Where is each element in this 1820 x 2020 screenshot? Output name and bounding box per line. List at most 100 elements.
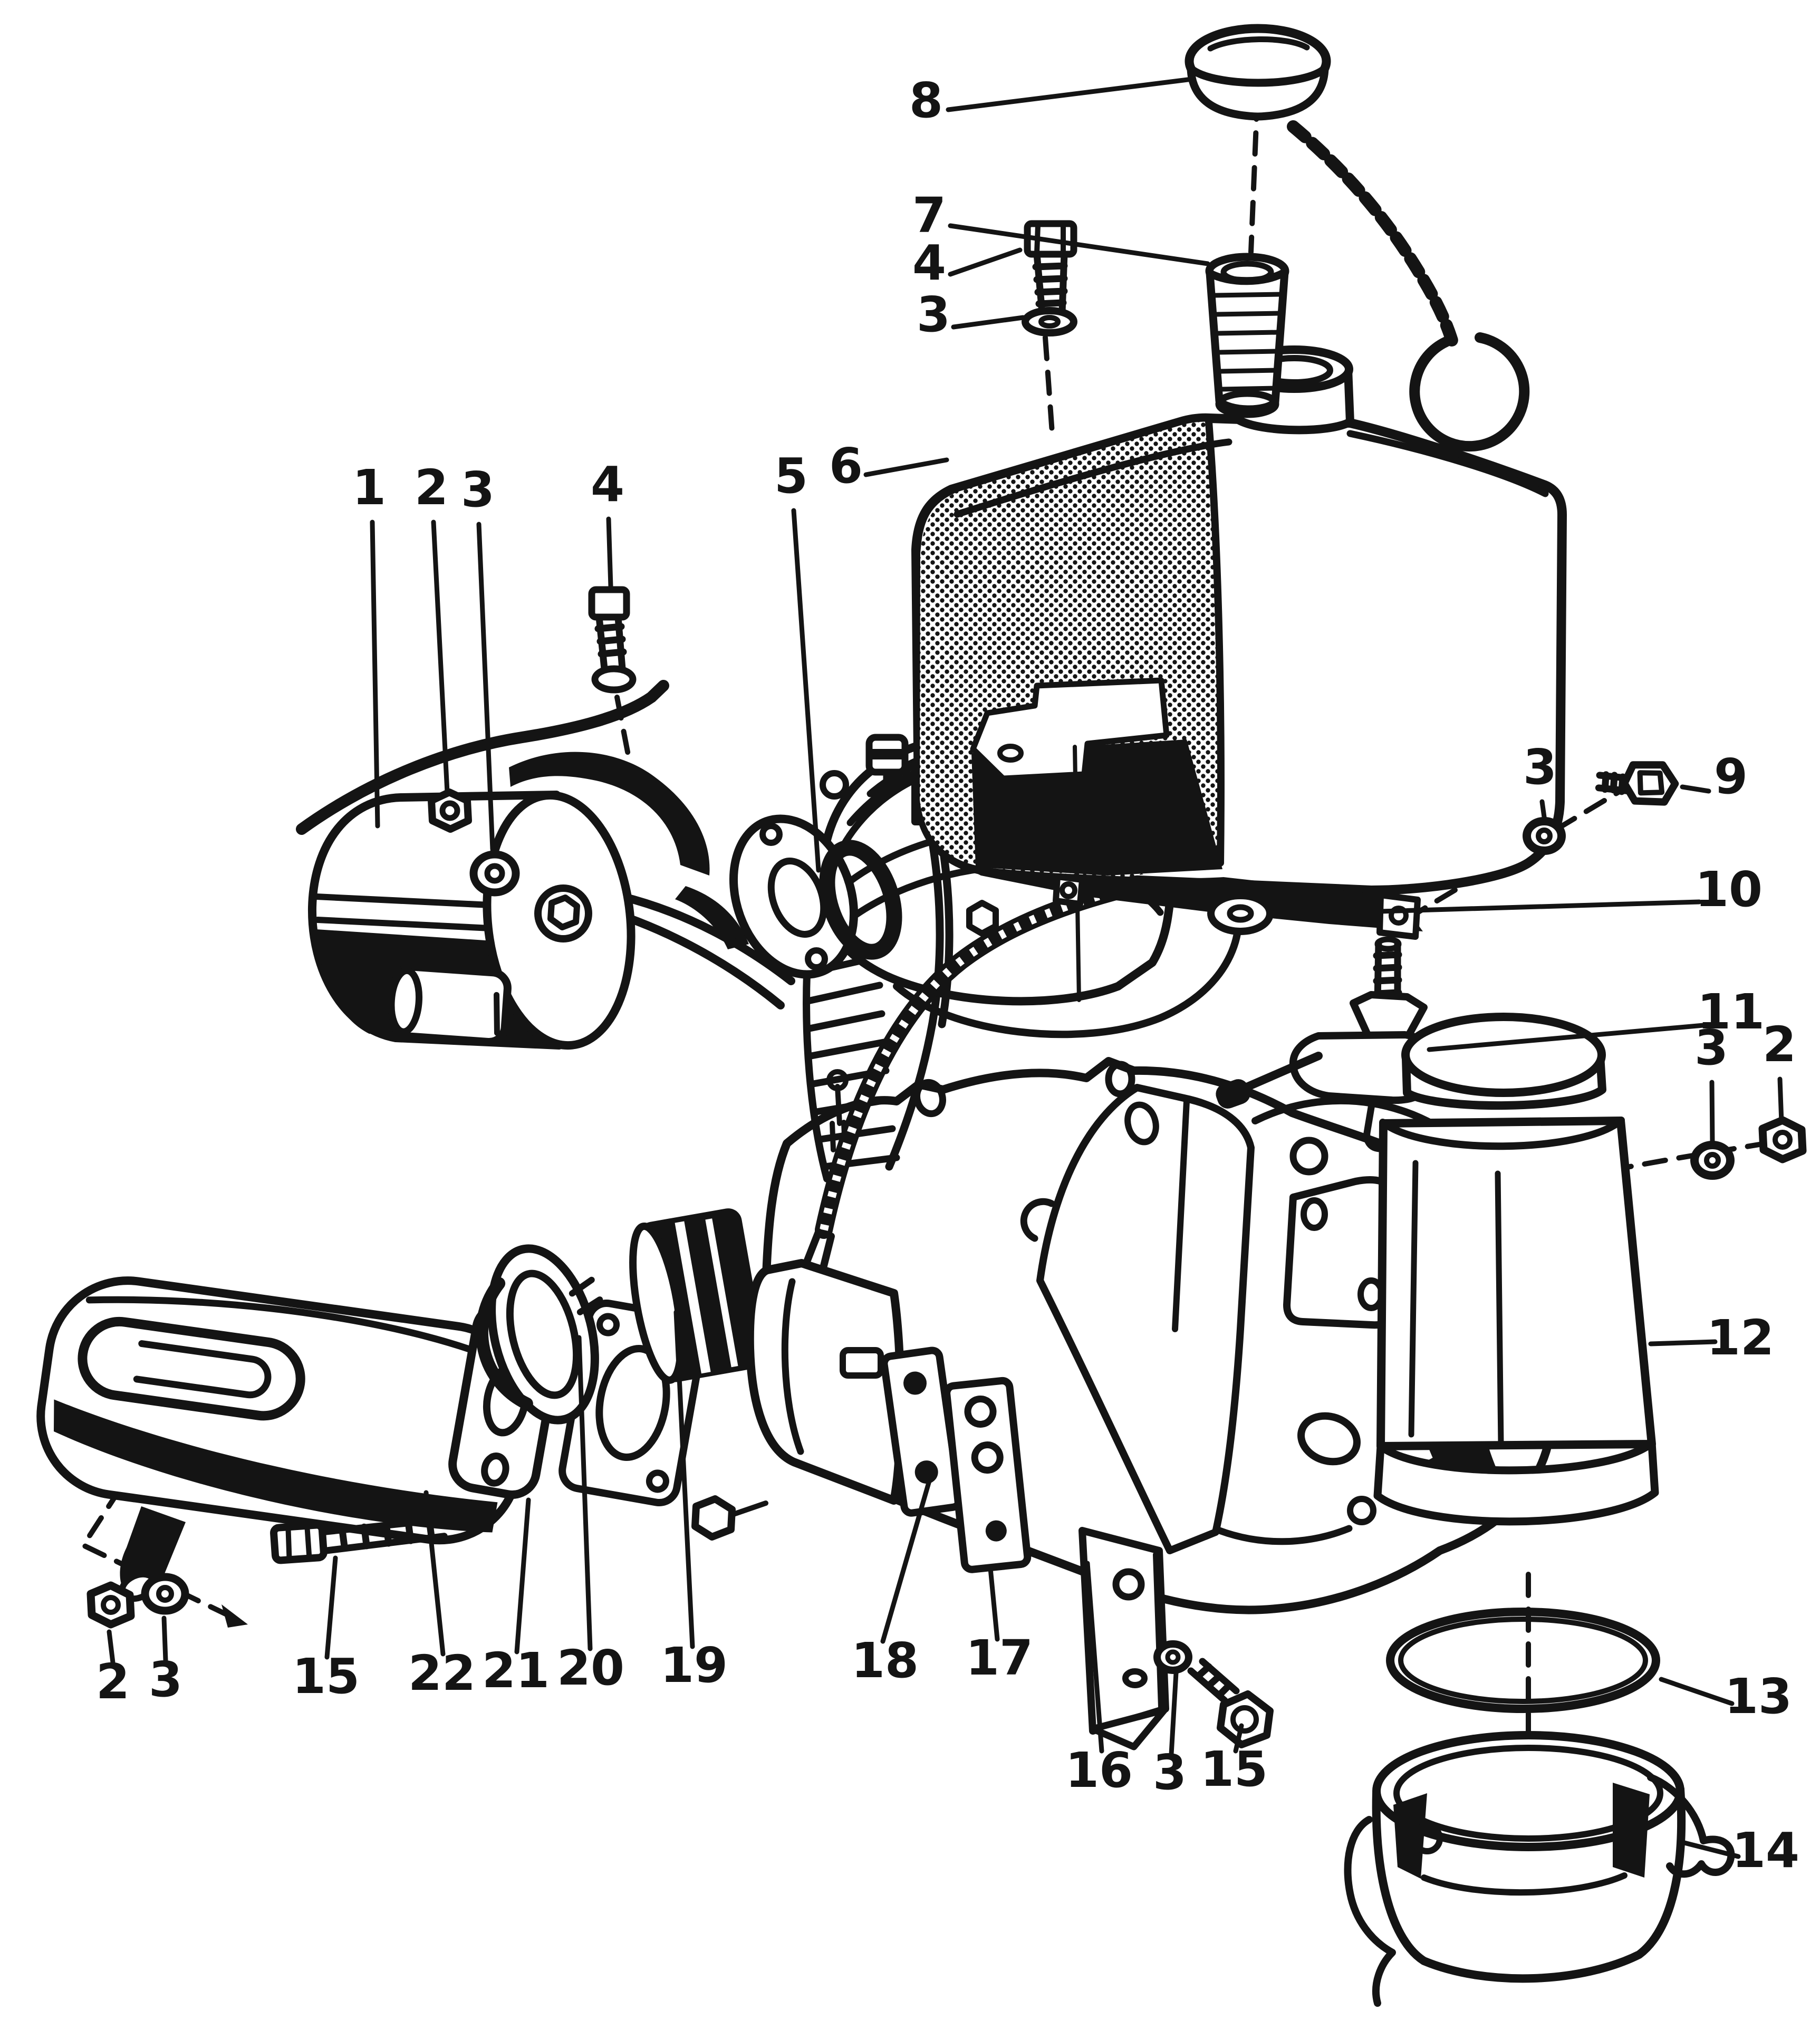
nut-2b <box>1758 1116 1807 1163</box>
nut-2b-bore <box>1773 1130 1793 1150</box>
axis-screw-tank <box>1043 335 1055 443</box>
sleeve-highlight-2 <box>705 1218 738 1368</box>
axis-cap-strainer <box>1248 95 1260 255</box>
callout-number-19: 19 <box>660 1637 728 1694</box>
leader-line-15b <box>1233 1723 1244 1754</box>
leader-line-3 <box>476 522 495 852</box>
bracket17-hole-3 <box>985 1520 1007 1542</box>
bolt-4-shank <box>594 613 627 672</box>
bracket-pin-line <box>1073 745 1081 1002</box>
washer-3a-bore <box>156 1585 174 1603</box>
callout-number-3f: 3 <box>1694 1019 1728 1076</box>
filler-strainer-7 <box>1205 253 1289 418</box>
callout-6: 6 <box>829 438 949 494</box>
callout-2: 2 <box>415 459 450 795</box>
callout-number-6: 6 <box>829 438 863 494</box>
head-nut <box>966 900 999 937</box>
case-c-arc <box>1020 1198 1055 1242</box>
callout-3c: 3 <box>1523 739 1557 823</box>
tank-lug-right <box>1376 892 1421 940</box>
leader-line-3d <box>1169 1670 1179 1757</box>
washer-3d <box>1153 1640 1192 1674</box>
flange-hole-a <box>1301 1197 1328 1231</box>
spark-plug-band <box>871 749 903 759</box>
stud-line <box>729 1500 768 1517</box>
callout-number-4: 4 <box>591 456 624 513</box>
callout-4b: 4 <box>912 235 1023 291</box>
gasket-5 <box>819 840 902 960</box>
coil-stub-line <box>494 992 500 1036</box>
plate18-hole-2 <box>914 1460 938 1484</box>
muffler-slot-inner <box>133 1340 272 1399</box>
callout-18: 18 <box>851 1478 932 1689</box>
callout-number-15b: 15 <box>1200 1741 1268 1797</box>
leader-line-2 <box>431 520 450 795</box>
clamp-shading <box>475 1277 533 1410</box>
leader-line-16 <box>1085 1561 1104 1754</box>
callout-19: 19 <box>660 1310 728 1694</box>
bracket17-hole-2 <box>971 1441 1004 1474</box>
tank-mount-fasteners <box>1523 761 1679 855</box>
callout-number-11: 11 <box>1697 984 1765 1040</box>
guard-hole <box>1124 1101 1159 1146</box>
gasket-hole-1 <box>596 1313 620 1336</box>
leader-line-4 <box>606 516 613 589</box>
washer-3a <box>141 1573 189 1615</box>
washer-3d-bore <box>1165 1649 1181 1665</box>
chain-end-loop <box>1409 332 1530 452</box>
washer-3 <box>469 850 520 897</box>
bowl-hole <box>1411 1823 1443 1854</box>
leader-line-13 <box>1659 1677 1735 1706</box>
callout-number-12: 12 <box>1707 1310 1774 1366</box>
case-ear-hole-2 <box>1105 1061 1135 1098</box>
muffler-mount-fasteners <box>86 1573 189 1629</box>
callout-number-10: 10 <box>1695 861 1763 918</box>
leader-line-17 <box>988 1566 1000 1642</box>
callout-11: 11 <box>1427 984 1765 1052</box>
washer-3c <box>1523 817 1566 855</box>
callout-number-18: 18 <box>851 1632 919 1689</box>
leader-line-1 <box>370 520 380 829</box>
callout-number-3: 3 <box>461 461 495 518</box>
callout-15b: 15 <box>1200 1723 1268 1797</box>
bowl-shade-right <box>1613 1783 1650 1878</box>
callout-number-14: 14 <box>1732 1822 1799 1879</box>
muffler-shadow-band <box>53 1399 498 1533</box>
muffler-top-crease <box>85 1296 505 1365</box>
cap-chain <box>1287 120 1530 452</box>
leader-line-3a <box>161 1615 168 1663</box>
tap-stem <box>1373 940 1402 1005</box>
callout-number-15a: 15 <box>292 1648 360 1705</box>
callout-number-17: 17 <box>966 1630 1033 1686</box>
leader-line-12 <box>1648 1339 1718 1346</box>
strainer-body <box>1206 268 1289 413</box>
bracket16-hole-1 <box>1112 1568 1145 1601</box>
exhaust-port-flange <box>729 814 902 979</box>
callout-10: 10 <box>1270 861 1763 918</box>
mounting-strap-rod <box>296 680 669 835</box>
callout-1: 1 <box>352 459 386 829</box>
screw-4-shank <box>1032 251 1068 316</box>
nut-2a <box>86 1581 135 1629</box>
callout-4: 4 <box>591 456 624 589</box>
bolt-15a <box>270 1516 448 1564</box>
callout-3a: 3 <box>149 1615 182 1708</box>
leader-line-2a <box>107 1629 115 1665</box>
bracket16-hole-2 <box>1122 1668 1148 1688</box>
callout-number-3d: 3 <box>1153 1744 1187 1801</box>
head-cap-nut <box>820 770 849 800</box>
filter-shoulder <box>1379 1117 1625 1150</box>
callout-3: 3 <box>461 461 495 852</box>
tank-lug-left-hole <box>1060 881 1077 899</box>
callout-number-20: 20 <box>557 1640 624 1696</box>
cap-skirt <box>1187 64 1329 121</box>
callout-number-2b: 2 <box>1763 1016 1796 1073</box>
bolt-4-washer <box>591 665 637 694</box>
filter-bowl-14 <box>1344 1731 1735 2007</box>
bolt-15b-shank <box>1187 1658 1240 1704</box>
nut-2 <box>428 788 472 833</box>
strainer-bottom <box>1215 390 1279 418</box>
